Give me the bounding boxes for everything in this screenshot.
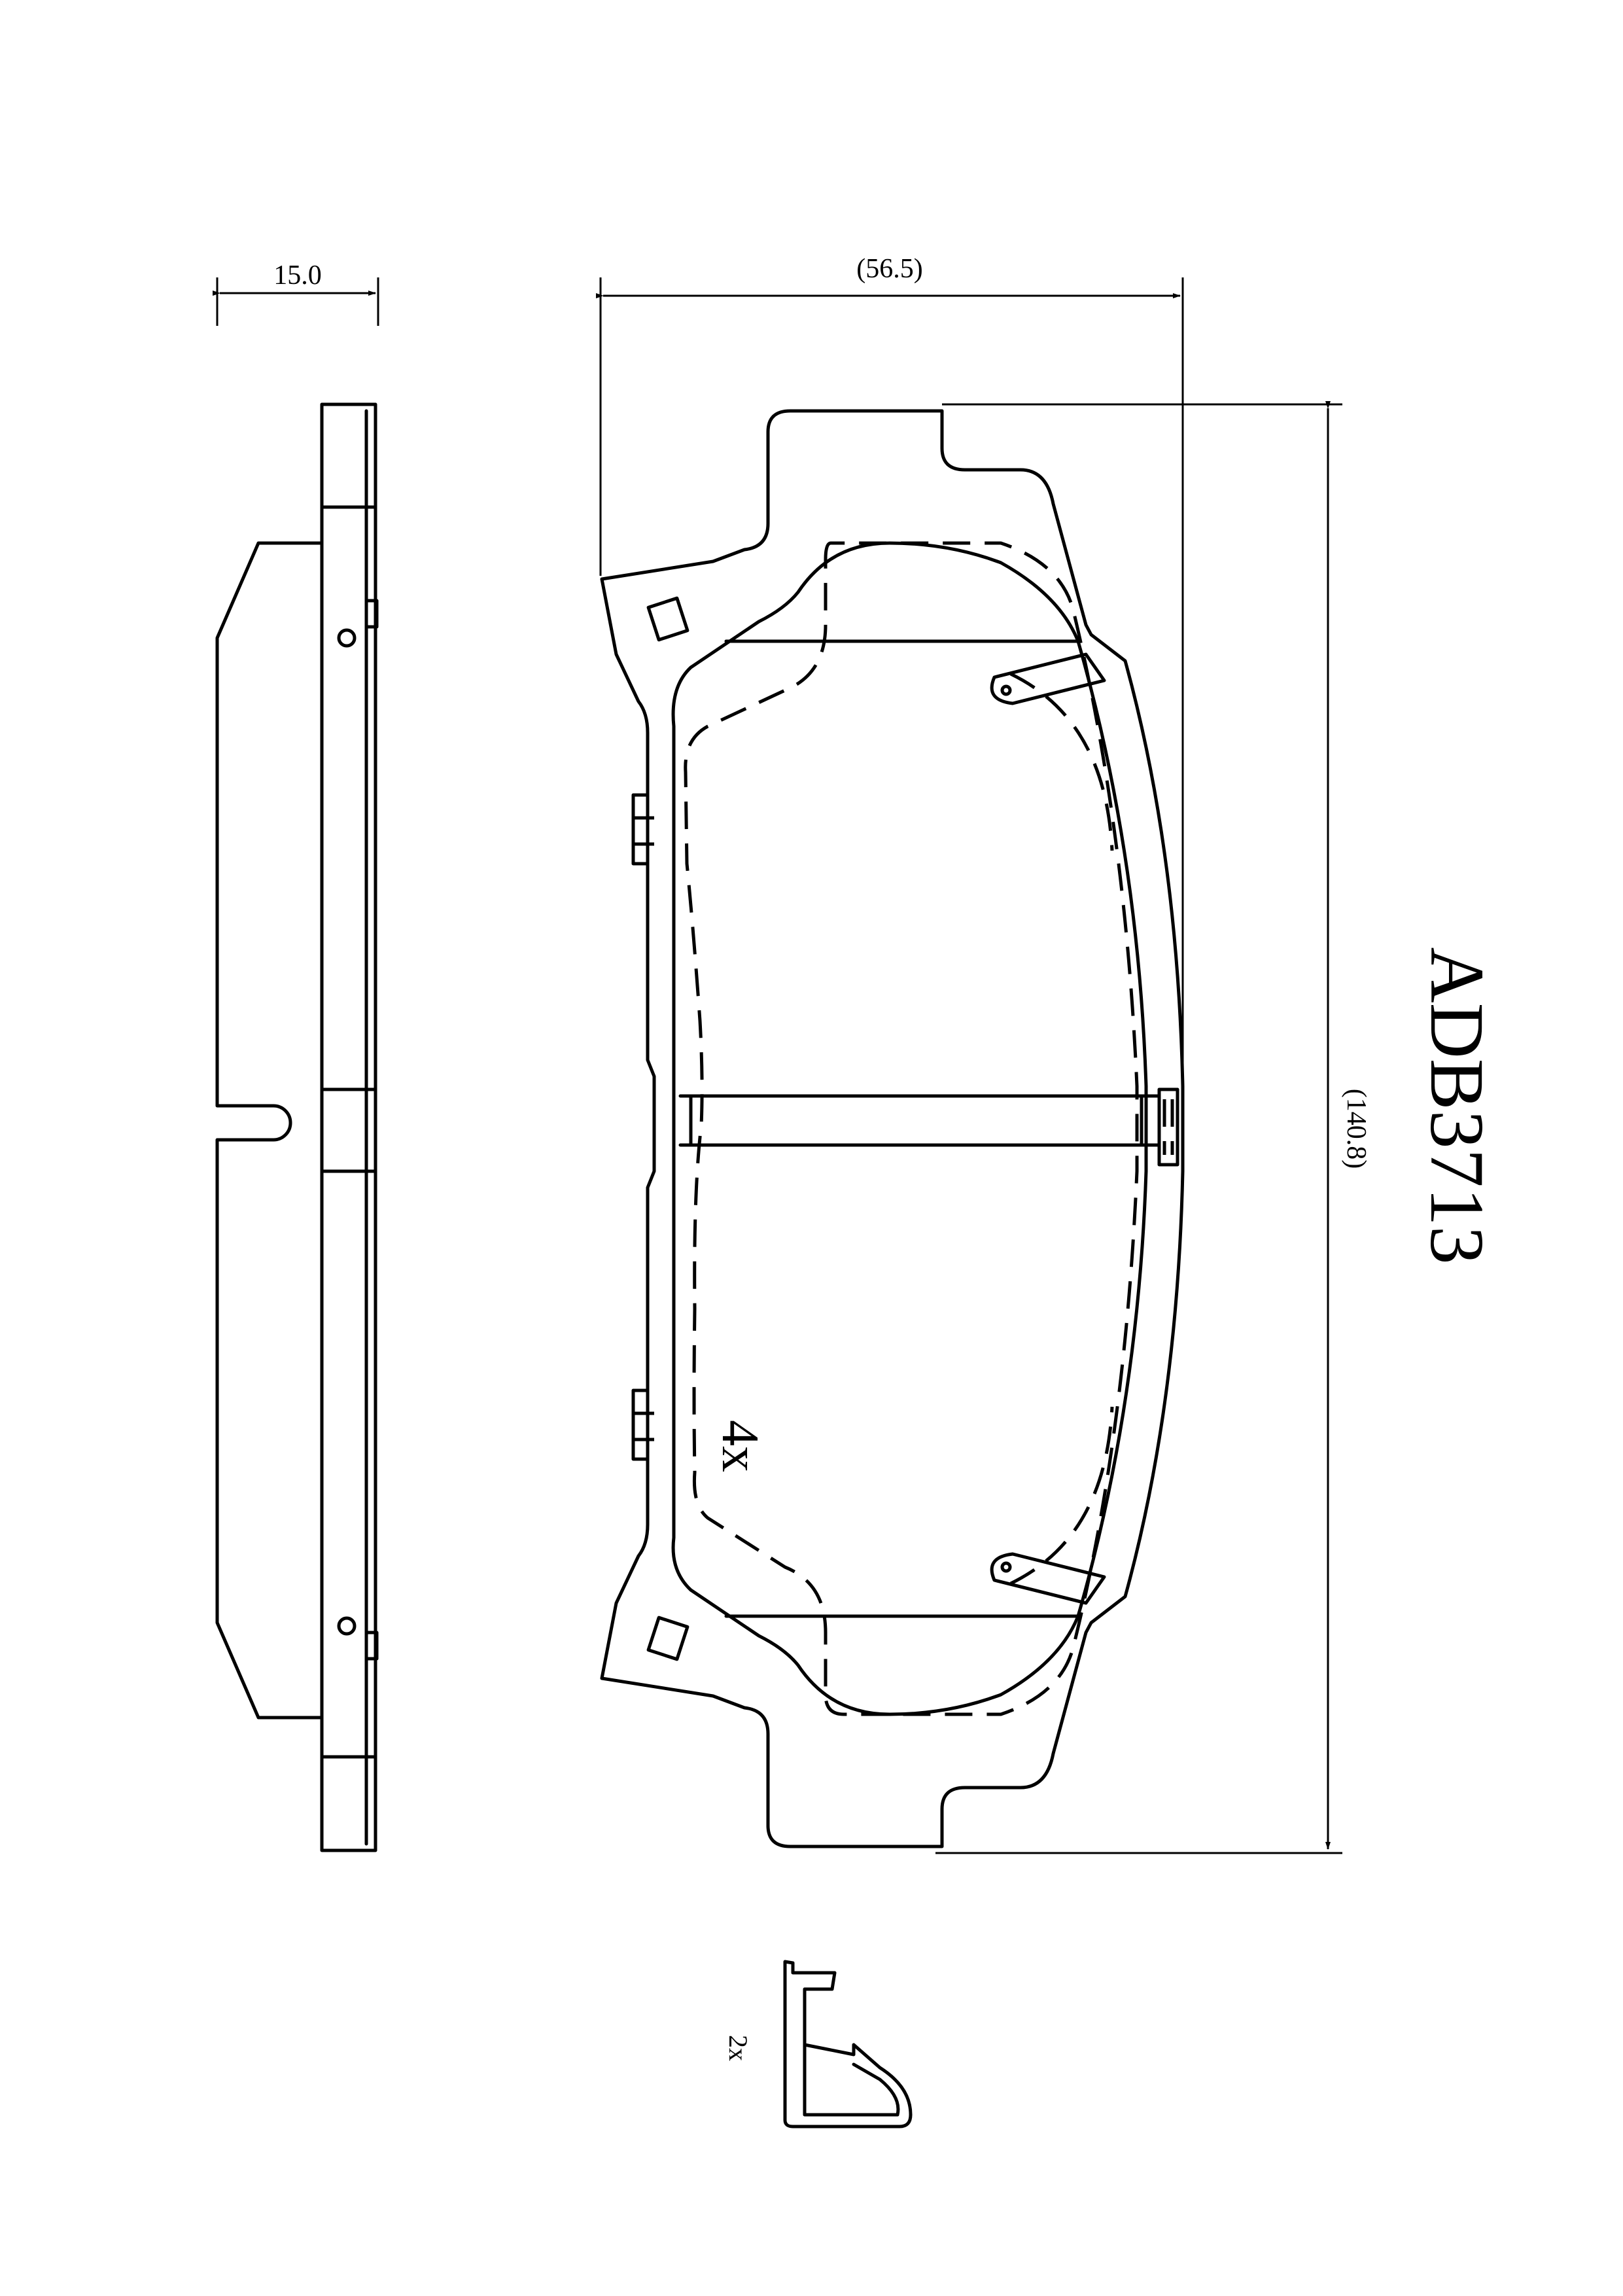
thickness-dimension: 15.0 [213,260,379,326]
rivet-hole-bottom [337,1616,357,1636]
wear-indicator-top [990,652,1106,705]
length-dimension: (140.8) [935,401,1371,1854]
ear-hole-bottom [646,1616,689,1661]
clip-detail: 2x [724,1960,913,2128]
ear-hole-top [646,596,689,642]
front-view: 4x [600,409,1185,1848]
width-label: (56.5) [856,254,922,284]
wear-indicator-bottom [990,1552,1106,1605]
rivet-hole-top [337,628,357,648]
thickness-label: 15.0 [273,260,322,291]
clip-quantity-label: 2x [724,2035,753,2061]
shim-quantity-label: 4x [711,1420,769,1472]
length-label: (140.8) [1341,1089,1371,1169]
width-dimension: (56.5) [596,254,1184,1080]
side-view [215,402,379,1852]
part-number: ADB3713 [1414,947,1500,1264]
